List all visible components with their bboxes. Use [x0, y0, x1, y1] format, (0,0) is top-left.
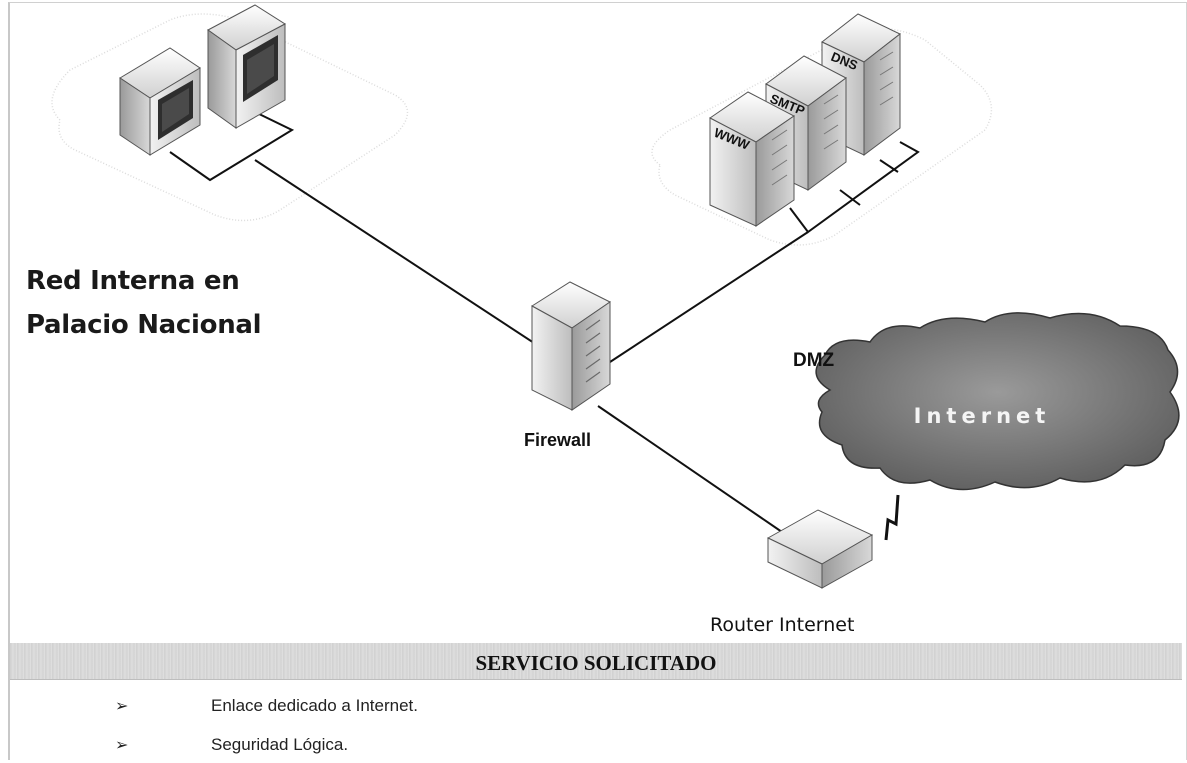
workstation-icon — [119, 47, 201, 156]
firewall-label: Firewall — [524, 430, 592, 450]
arrow-bullet-icon: ➢ — [115, 737, 129, 754]
link-pc-bus — [169, 111, 295, 182]
arrow-bullet-icon: ➢ — [115, 698, 129, 715]
section-banner: SERVICIO SOLICITADO — [10, 643, 1182, 680]
service-text: Enlace dedicado a Internet. — [211, 696, 418, 715]
network-links — [169, 111, 920, 533]
link-dmz-dns — [879, 159, 899, 173]
internet-cloud-icon: Internet — [815, 312, 1180, 491]
internal-network-label-line1: Red Interna en — [26, 266, 240, 296]
cloud-label: Internet — [914, 404, 1051, 428]
link-firewall-dmz — [609, 231, 809, 363]
section-title: SERVICIO SOLICITADO — [475, 651, 717, 675]
server-www-icon: WWW — [709, 91, 795, 227]
dmz-zone-outline — [651, 27, 993, 246]
link-dmz-bus — [789, 141, 920, 234]
network-diagram: DNS SMTP WWW — [51, 4, 1180, 589]
link-firewall-router — [597, 405, 783, 533]
router-cloud-link-icon — [884, 494, 900, 541]
link-dmz-smtp — [839, 189, 861, 206]
firewall-icon — [531, 281, 611, 411]
router-icon — [766, 509, 874, 589]
link-internal-firewall — [254, 159, 561, 361]
dmz-label: DMZ — [793, 350, 835, 371]
router-label: Router Internet — [710, 614, 855, 636]
internal-network-label-line2: Palacio Nacional — [26, 310, 262, 340]
service-text: Seguridad Lógica. — [211, 735, 349, 754]
workstation-icon — [207, 4, 286, 129]
